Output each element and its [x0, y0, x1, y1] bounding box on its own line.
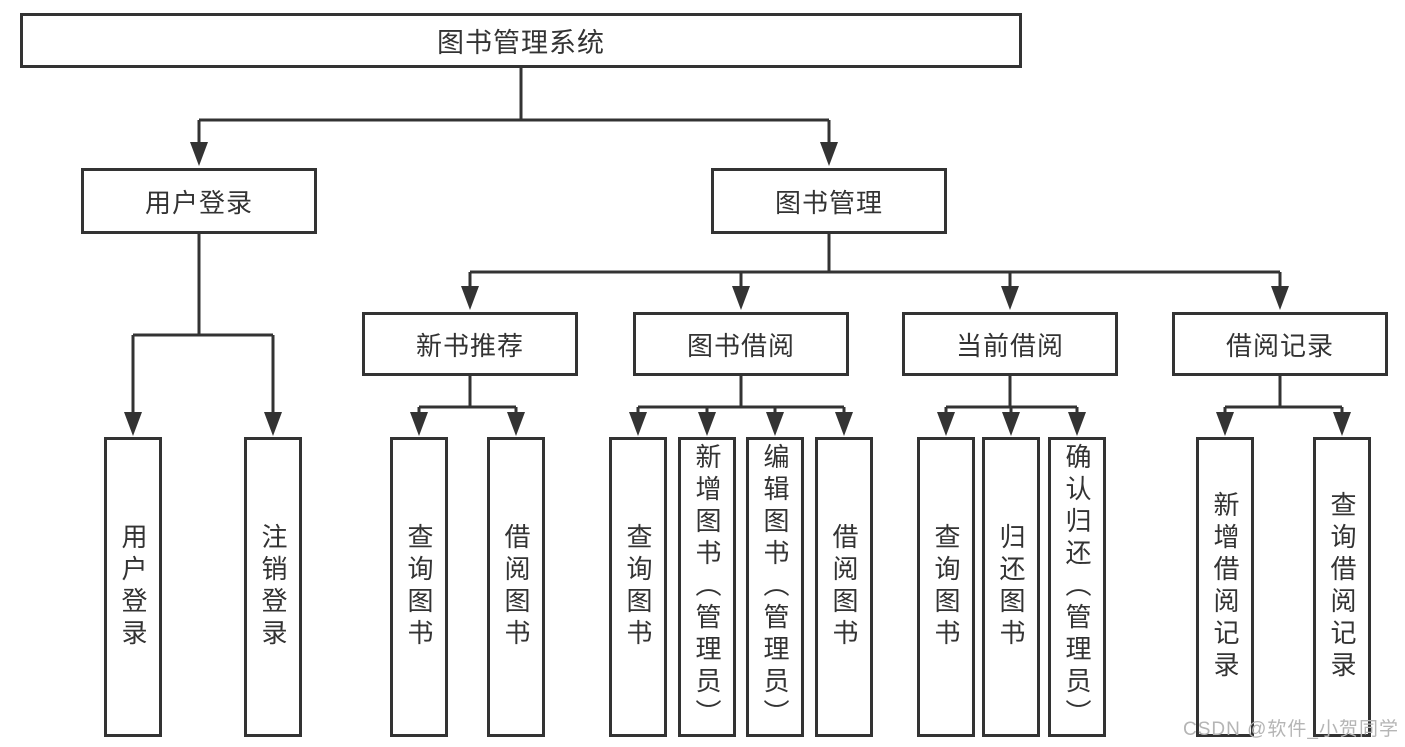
node-leaf-query-books-borrow: 查询图书 — [609, 437, 667, 737]
node-book-mgmt: 图书管理 — [711, 168, 947, 234]
connector-book-mgmt — [468, 234, 1282, 288]
node-leaf-query-books-current: 查询图书 — [917, 437, 975, 737]
leaf-query-books-borrow-label: 查询图书 — [623, 523, 653, 651]
arrow-down-icon — [1002, 412, 1020, 436]
connector-paths — [131, 68, 1344, 414]
arrow-down-icon — [698, 412, 716, 436]
node-leaf-add-book-admin: 新增图书（管理员） — [678, 437, 736, 737]
leaf-borrow-books-rec-label: 借阅图书 — [501, 523, 531, 651]
book-mgmt-label: 图书管理 — [774, 187, 883, 218]
node-user-login: 用户登录 — [81, 168, 317, 234]
node-book-borrow: 图书借阅 — [633, 312, 849, 376]
leaf-add-book-admin-label: 新增图书（管理员） — [692, 443, 722, 731]
node-root-system: 图书管理系统 — [20, 13, 1022, 68]
node-borrow-records: 借阅记录 — [1172, 312, 1388, 376]
leaf-edit-book-admin-label: 编辑图书（管理员） — [760, 443, 790, 731]
arrow-down-icons — [124, 142, 1351, 436]
arrow-down-icon — [410, 412, 428, 436]
connector-book-borrow — [636, 376, 846, 414]
arrow-down-icon — [835, 412, 853, 436]
node-current-borrow: 当前借阅 — [902, 312, 1118, 376]
node-leaf-return-books: 归还图书 — [982, 437, 1040, 737]
node-leaf-query-borrow-record: 查询借阅记录 — [1313, 437, 1371, 737]
arrow-down-icon — [766, 412, 784, 436]
arrow-down-icon — [1333, 412, 1351, 436]
current-borrow-label: 当前借阅 — [955, 330, 1064, 361]
arrow-down-icon — [1271, 286, 1289, 310]
node-leaf-query-books-rec: 查询图书 — [390, 437, 448, 737]
connector-root — [197, 68, 831, 146]
arrow-down-icon — [124, 412, 142, 436]
leaf-borrow-books-label: 借阅图书 — [829, 523, 859, 651]
book-borrow-label: 图书借阅 — [686, 330, 795, 361]
arrow-down-icon — [1001, 286, 1019, 310]
node-leaf-logout: 注销登录 — [244, 437, 302, 737]
arrow-down-icon — [937, 412, 955, 436]
connector-borrow-records — [1223, 376, 1344, 414]
borrow-records-label: 借阅记录 — [1225, 330, 1334, 361]
leaf-query-books-current-label: 查询图书 — [931, 523, 961, 651]
node-leaf-add-borrow-record: 新增借阅记录 — [1196, 437, 1254, 737]
arrow-down-icon — [461, 286, 479, 310]
connector-new-book-rec — [417, 376, 518, 414]
arrow-down-icon — [820, 142, 838, 166]
node-new-book-rec: 新书推荐 — [362, 312, 578, 376]
leaf-query-borrow-record-label: 查询借阅记录 — [1327, 491, 1357, 683]
arrow-down-icon — [507, 412, 525, 436]
csdn-watermark: CSDN @软件_小贺同学 — [1183, 719, 1399, 740]
leaf-add-borrow-record-label: 新增借阅记录 — [1210, 491, 1240, 683]
arrow-down-icon — [732, 286, 750, 310]
node-leaf-borrow-books-rec: 借阅图书 — [487, 437, 545, 737]
leaf-logout-label: 注销登录 — [258, 523, 288, 651]
node-leaf-borrow-books: 借阅图书 — [815, 437, 873, 737]
new-book-rec-label: 新书推荐 — [415, 330, 524, 361]
node-leaf-confirm-return-admin: 确认归还（管理员） — [1048, 437, 1106, 737]
connector-current-borrow — [944, 376, 1079, 414]
node-leaf-edit-book-admin: 编辑图书（管理员） — [746, 437, 804, 737]
arrow-down-icon — [629, 412, 647, 436]
arrow-down-icon — [264, 412, 282, 436]
node-leaf-user-login: 用户登录 — [104, 437, 162, 737]
user-login-label: 用户登录 — [144, 187, 253, 218]
arrow-down-icon — [190, 142, 208, 166]
leaf-confirm-return-admin-label: 确认归还（管理员） — [1062, 443, 1092, 731]
leaf-return-books-label: 归还图书 — [996, 523, 1026, 651]
connector-user-login — [131, 234, 275, 413]
leaf-user-login-label: 用户登录 — [118, 523, 148, 651]
leaf-query-books-rec-label: 查询图书 — [404, 523, 434, 651]
root-system-label: 图书管理系统 — [437, 28, 605, 58]
arrow-down-icon — [1068, 412, 1086, 436]
arrow-down-icon — [1216, 412, 1234, 436]
